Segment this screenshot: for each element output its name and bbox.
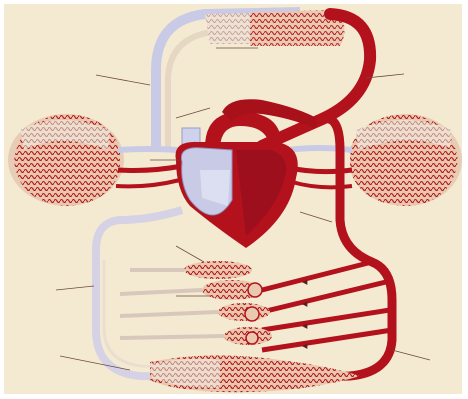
- flow-arrow: ◀: [302, 279, 308, 286]
- organ-node-1: [248, 283, 262, 297]
- organ-capillary-bed-1: [184, 261, 252, 279]
- organ-capillary-bed-3: [218, 303, 270, 321]
- left-pulmonary-vessel-1: [118, 149, 178, 150]
- vein-return-4: [120, 336, 224, 338]
- organ-node-2: [245, 307, 259, 321]
- organ-node-3: [246, 332, 258, 344]
- flow-arrow: ◀: [302, 343, 308, 350]
- flow-arrow: ◀: [302, 301, 308, 308]
- flow-arrow: ◀: [302, 323, 308, 330]
